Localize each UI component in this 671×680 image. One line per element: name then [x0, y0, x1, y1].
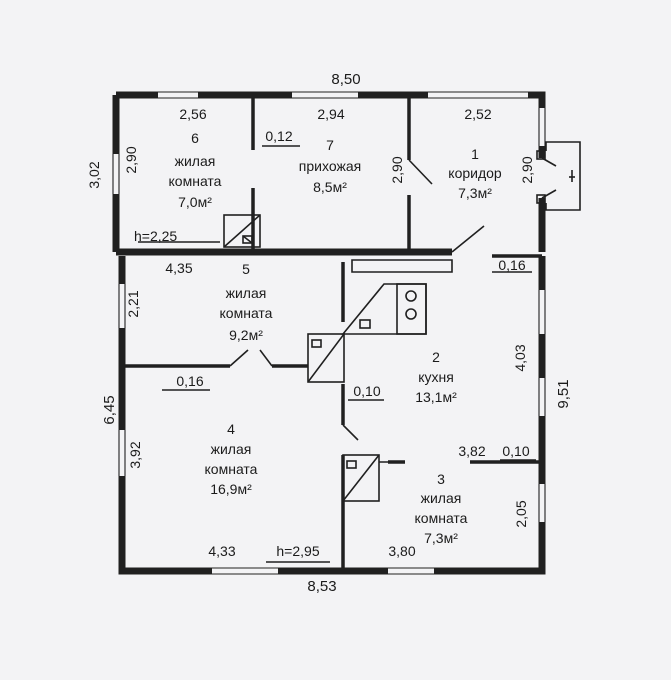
dim-room7-width: 2,94 [317, 106, 344, 122]
dim-bottom-total: 8,53 [307, 578, 336, 595]
dim-partition-012: 0,12 [265, 128, 292, 144]
stove-lower [342, 454, 405, 502]
room-3-name-2: комната [415, 510, 468, 526]
dim-left-upper: 3,02 [86, 161, 102, 188]
stove-center [307, 333, 345, 383]
room-1-area: 7,3м² [458, 185, 492, 201]
dim-room5-width: 4,35 [165, 260, 192, 276]
room-4-number: 4 [227, 421, 235, 437]
stove-1 [223, 214, 261, 248]
room-4-name-1: жилая [211, 441, 252, 457]
dim-partition-016-left: 0,16 [176, 373, 203, 389]
dim-room6-width: 2,56 [179, 106, 206, 122]
room-3-name-1: жилая [421, 490, 462, 506]
room-6-area: 7,0м² [178, 194, 212, 210]
dim-left-lower: 6,45 [101, 395, 118, 424]
dim-kitchen-depth: 4,03 [512, 344, 528, 371]
room-7-name: прихожая [299, 158, 361, 174]
dim-top-total: 8,50 [331, 71, 360, 88]
room-5-name-2: комната [220, 305, 273, 321]
dim-room3-depth: 2,05 [513, 500, 529, 527]
dim-height-top: h=2,25 [134, 228, 177, 244]
room-2-area: 13,1м² [415, 389, 457, 405]
window-bottom-1 [212, 565, 278, 577]
dim-height-bottom: h=2,95 [276, 543, 319, 559]
room-2-number: 2 [432, 349, 440, 365]
room-6-name-1: жилая [175, 153, 216, 169]
dim-room1-width: 2,52 [464, 106, 491, 122]
window-top-2 [292, 89, 358, 101]
window-right-2 [536, 290, 548, 334]
room-4-area: 16,9м² [210, 481, 252, 497]
dim-room4-width: 4,33 [208, 543, 235, 559]
room-2-name: кухня [418, 369, 454, 385]
entrance-door [536, 141, 581, 211]
dim-right-total: 9,51 [555, 379, 572, 408]
stove-kitchen [341, 259, 453, 335]
room-1-name: коридор [448, 165, 502, 181]
room-7-area: 8,5м² [313, 179, 347, 195]
dim-room5-depth: 2,21 [125, 290, 141, 317]
window-bottom-2 [388, 565, 434, 577]
room-3-number: 3 [437, 471, 445, 487]
dim-partition-016-right: 0,16 [498, 257, 525, 273]
dim-room3-bottom: 3,80 [388, 543, 415, 559]
room-1-number: 1 [471, 146, 479, 162]
window-left-1 [110, 154, 122, 194]
room-7-number: 7 [326, 137, 334, 153]
dim-room7-depth: 2,90 [389, 156, 405, 183]
room-6-number: 6 [191, 130, 199, 146]
dim-room1-depth: 2,90 [519, 156, 535, 183]
window-top-3 [428, 89, 528, 101]
room-4-name-2: комната [205, 461, 258, 477]
interior-doors [229, 159, 485, 441]
room-5-number: 5 [242, 261, 250, 277]
dim-partition-010-right: 0,10 [502, 443, 529, 459]
dim-room6-depth: 2,90 [123, 146, 139, 173]
partition-markers [138, 145, 536, 563]
window-right-4 [536, 484, 548, 522]
dim-room4-depth: 3,92 [127, 441, 143, 468]
dim-partition-010-mid: 0,10 [353, 383, 380, 399]
room-3-area: 7,3м² [424, 530, 458, 546]
room-6-name-2: комната [169, 173, 222, 189]
room-5-name-1: жилая [226, 285, 267, 301]
window-right-1 [536, 108, 548, 146]
windows [110, 89, 548, 577]
dim-room3-width: 3,82 [458, 443, 485, 459]
room-5-area: 9,2м² [229, 327, 263, 343]
window-right-3 [536, 378, 548, 416]
window-top-1 [158, 89, 198, 101]
